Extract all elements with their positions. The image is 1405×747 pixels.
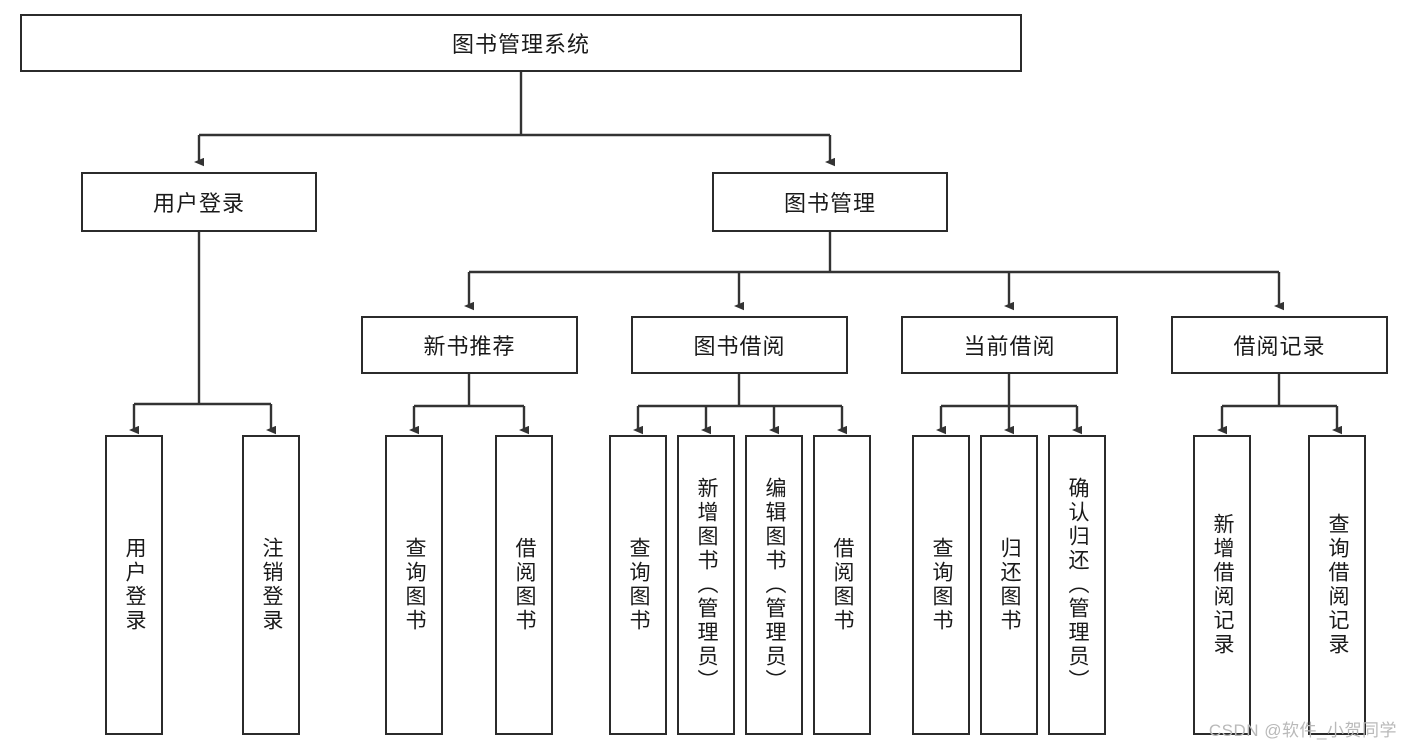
node-root[interactable]: 图书管理系统 [20, 14, 1022, 72]
node-leaf-query-book-3[interactable]: 查询图书 [912, 435, 970, 735]
edge-borrowrecord-to-leaves [1217, 374, 1342, 435]
node-user-login-label: 用户登录 [152, 191, 245, 216]
edge-currentborrow-to-leaves [936, 374, 1082, 435]
node-leaf-confirm-return[interactable]: 确认归还（管理员） [1048, 435, 1106, 735]
node-leaf-return-book[interactable]: 归还图书 [980, 435, 1038, 735]
node-leaf-user-login-label: 用户登录 [123, 537, 147, 633]
node-current-borrow[interactable]: 当前借阅 [901, 316, 1118, 374]
watermark-text: CSDN @软件_小贺同学 [1208, 721, 1397, 740]
node-leaf-query-book-3-label: 查询图书 [930, 537, 954, 633]
node-leaf-return-book-label: 归还图书 [998, 537, 1022, 633]
edge-bookmanage-to-level3 [464, 232, 1284, 311]
node-leaf-edit-book[interactable]: 编辑图书（管理员） [745, 435, 803, 735]
node-leaf-query-book-1-label: 查询图书 [403, 537, 427, 633]
node-leaf-logout-login-label: 注销登录 [260, 537, 284, 633]
node-book-manage-label: 图书管理 [783, 191, 876, 216]
node-leaf-borrow-book-1-label: 借阅图书 [513, 537, 537, 633]
node-leaf-add-record[interactable]: 新增借阅记录 [1193, 435, 1251, 735]
node-book-borrow[interactable]: 图书借阅 [631, 316, 848, 374]
node-leaf-borrow-book-2-label: 借阅图书 [831, 537, 855, 633]
node-leaf-logout-login[interactable]: 注销登录 [242, 435, 300, 735]
node-root-label: 图书管理系统 [451, 32, 590, 57]
node-book-borrow-label: 图书借阅 [693, 334, 786, 359]
node-user-login[interactable]: 用户登录 [81, 172, 317, 232]
node-leaf-query-book-2[interactable]: 查询图书 [609, 435, 667, 735]
node-new-book-recommend-label: 新书推荐 [423, 334, 516, 359]
node-leaf-edit-book-label: 编辑图书（管理员） [763, 477, 787, 693]
node-borrow-record[interactable]: 借阅记录 [1171, 316, 1388, 374]
node-leaf-query-book-1[interactable]: 查询图书 [385, 435, 443, 735]
node-leaf-add-record-label: 新增借阅记录 [1211, 513, 1235, 657]
node-borrow-record-label: 借阅记录 [1233, 334, 1326, 359]
node-new-book-recommend[interactable]: 新书推荐 [361, 316, 578, 374]
node-current-borrow-label: 当前借阅 [963, 334, 1056, 359]
node-leaf-borrow-book-1[interactable]: 借阅图书 [495, 435, 553, 735]
edge-newbook-to-leaves [409, 374, 529, 435]
node-leaf-query-record[interactable]: 查询借阅记录 [1308, 435, 1366, 735]
node-leaf-confirm-return-label: 确认归还（管理员） [1066, 477, 1090, 693]
edge-userlogin-to-leaves [129, 232, 276, 435]
node-leaf-query-record-label: 查询借阅记录 [1326, 513, 1350, 657]
node-leaf-borrow-book-2[interactable]: 借阅图书 [813, 435, 871, 735]
edge-bookborrow-to-leaves [633, 374, 847, 435]
node-leaf-add-book-label: 新增图书（管理员） [695, 477, 719, 693]
node-leaf-query-book-2-label: 查询图书 [627, 537, 651, 633]
node-leaf-add-book[interactable]: 新增图书（管理员） [677, 435, 735, 735]
node-leaf-user-login[interactable]: 用户登录 [105, 435, 163, 735]
edge-root-to-level2 [194, 72, 835, 167]
node-book-manage[interactable]: 图书管理 [712, 172, 948, 232]
